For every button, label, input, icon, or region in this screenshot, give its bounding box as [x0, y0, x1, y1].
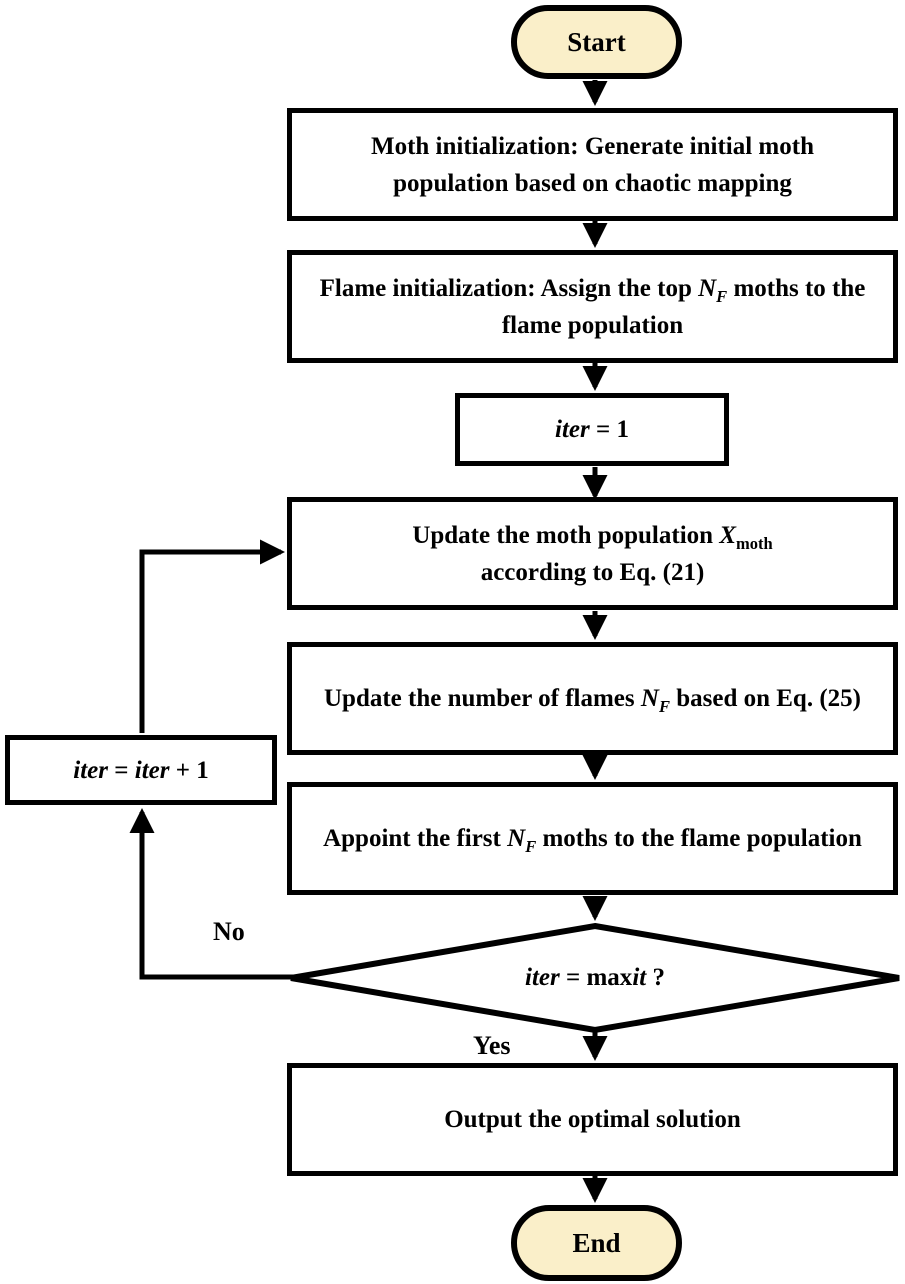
- text-fragment: = max: [559, 964, 633, 991]
- output-solution-step: Output the optimal solution: [287, 1063, 898, 1176]
- no-branch-label: No: [213, 917, 245, 946]
- step-text-line: Update the number of flames NF based on …: [324, 680, 861, 717]
- variable-subscript: F: [658, 697, 670, 716]
- iter-increment-step: iter = iter + 1: [5, 735, 277, 805]
- step-text-line: iter = iter + 1: [73, 752, 208, 789]
- update-flame-count-step: Update the number of flames NF based on …: [287, 642, 898, 755]
- moth-initialization-step: Moth initialization: Generate initial mo…: [287, 108, 898, 221]
- text-fragment: Appoint the first: [323, 825, 508, 852]
- step-text-line: Flame initialization: Assign the top NF …: [320, 270, 866, 307]
- step-text-line: Update the moth population Xmoth: [412, 517, 772, 554]
- variable-symbol: it: [632, 964, 647, 991]
- yes-branch-label: Yes: [473, 1031, 511, 1060]
- text-fragment: + 1: [169, 756, 209, 784]
- update-moth-population-step: Update the moth population Xmoth accordi…: [287, 497, 898, 610]
- text-fragment: based on Eq. (25): [669, 685, 861, 712]
- variable-symbol: N: [698, 274, 717, 302]
- variable-subscript: F: [525, 837, 537, 856]
- text-fragment: Flame initialization: Assign the top: [319, 274, 699, 302]
- no-loop-arrow: [129, 807, 296, 980]
- variable-symbol: X: [719, 521, 736, 549]
- variable-symbol: iter: [525, 964, 560, 991]
- text-fragment: Update the number of flames: [324, 685, 641, 712]
- start-node: Start: [511, 5, 682, 79]
- end-node: End: [511, 1205, 682, 1281]
- step-text-line: Appoint the first NF moths to the flame …: [323, 820, 862, 857]
- appoint-moths-step: Appoint the first NF moths to the flame …: [287, 782, 898, 895]
- variable-subscript: F: [716, 286, 728, 306]
- text-fragment: Update the moth population: [412, 521, 720, 549]
- iter-init-step: iter = 1: [455, 393, 729, 466]
- loop-return-arrow: [139, 539, 286, 733]
- variable-subscript: moth: [736, 533, 773, 553]
- step-text-line: according to Eq. (21): [480, 558, 705, 586]
- step-text-line: population based on chaotic mapping: [393, 169, 792, 197]
- text-fragment: moths to the flame population: [536, 825, 862, 852]
- variable-symbol: iter: [73, 756, 108, 784]
- step-text-line: iter = 1: [555, 411, 629, 448]
- step-text-line: Moth initialization: Generate initial mo…: [370, 132, 814, 160]
- decision-diamond-shape: [290, 922, 900, 1034]
- step-text-line: flame population: [501, 311, 684, 339]
- text-fragment: moths to the: [727, 274, 866, 302]
- variable-symbol: iter: [134, 756, 170, 784]
- flame-initialization-step: Flame initialization: Assign the top NF …: [287, 250, 898, 363]
- variable-symbol: N: [640, 685, 659, 712]
- text-fragment: = 1: [589, 416, 629, 443]
- text-fragment: ?: [646, 964, 665, 991]
- variable-symbol: iter: [555, 416, 590, 443]
- decision-condition-label: iter = maxit ?: [395, 959, 795, 997]
- text-fragment: =: [108, 756, 135, 784]
- variable-symbol: N: [507, 825, 526, 852]
